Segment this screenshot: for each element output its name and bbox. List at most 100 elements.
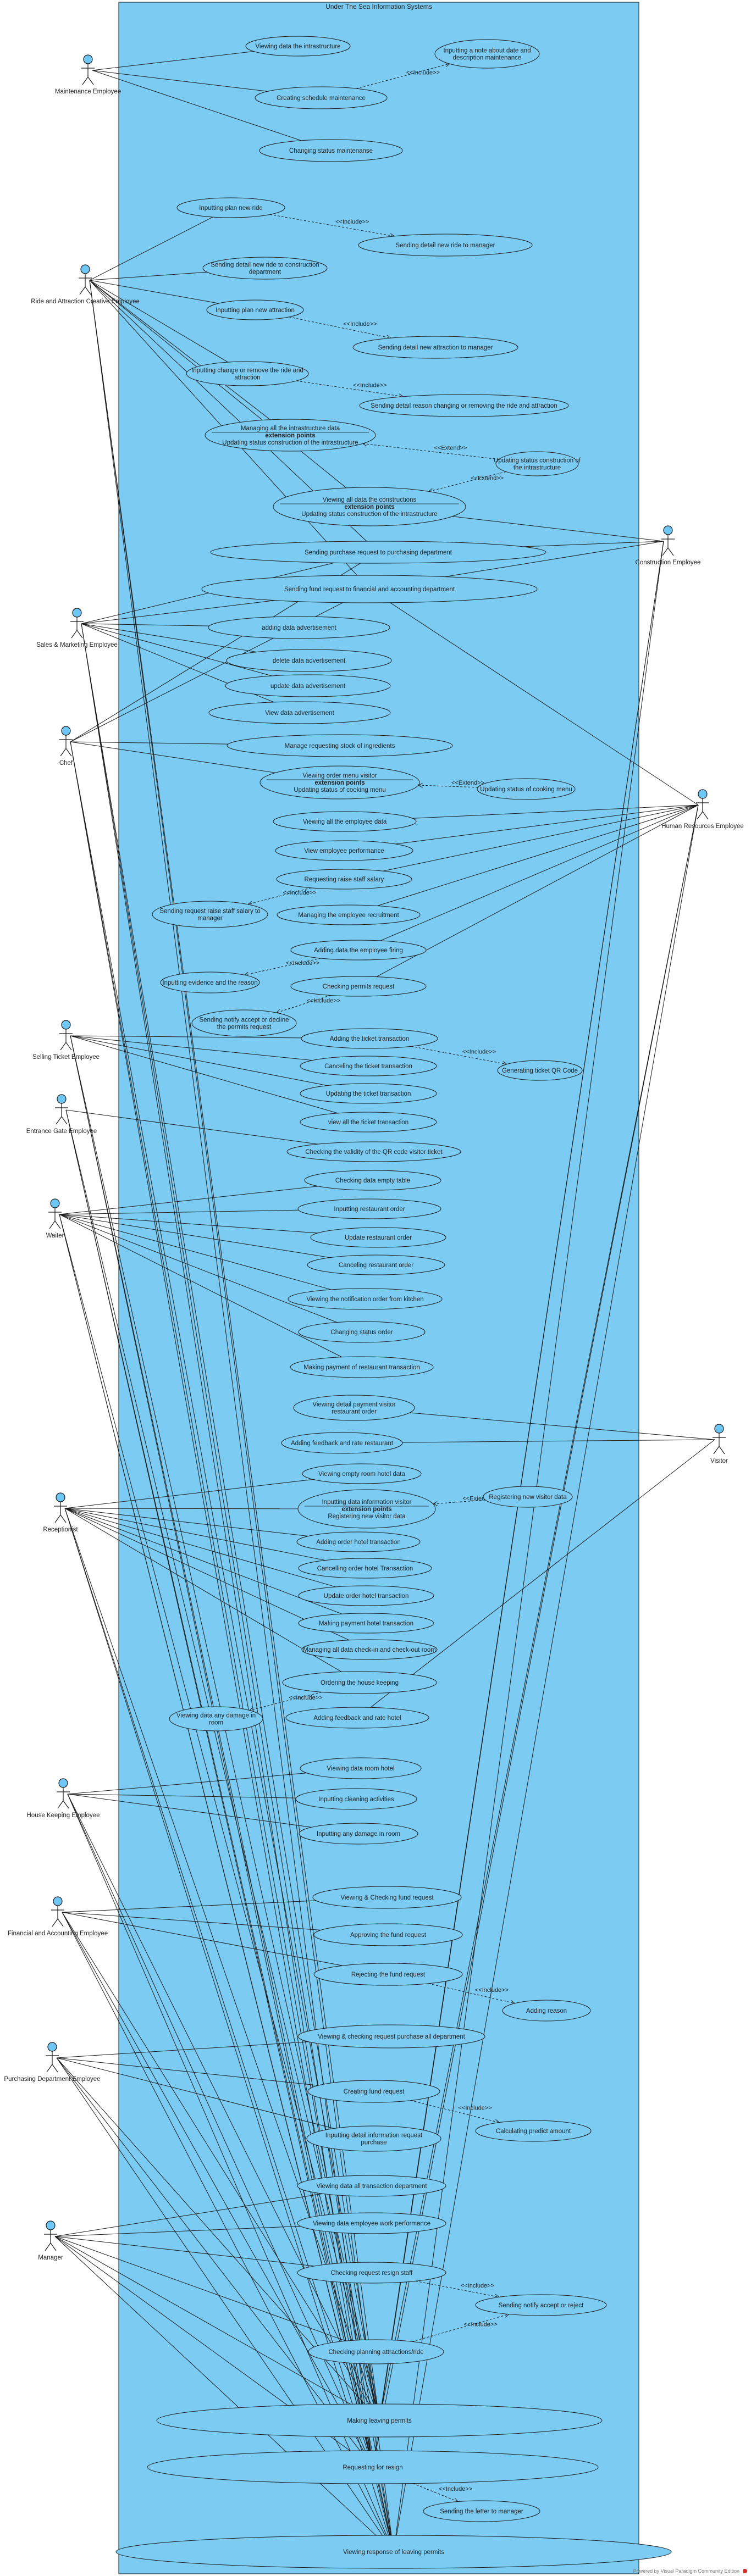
use-case-ellipse[interactable] <box>297 2024 485 2048</box>
use-case-ellipse[interactable] <box>205 419 376 452</box>
use-case-ellipse[interactable] <box>502 2000 591 2022</box>
use-case-u73[interactable]: Sending notify accept or reject <box>475 2294 607 2316</box>
use-case-ellipse[interactable] <box>298 1585 434 1606</box>
use-case-ellipse[interactable] <box>160 971 260 993</box>
use-case-ellipse[interactable] <box>297 1198 441 1219</box>
use-case-ellipse[interactable] <box>290 976 427 997</box>
use-case-u51[interactable]: Adding order hotel transaction <box>296 1531 421 1552</box>
use-case-u2[interactable]: Inputting a note about date anddescripti… <box>434 39 540 69</box>
actor-rides[interactable]: Ride and Attraction Creative Employee <box>31 264 140 305</box>
use-case-ellipse[interactable] <box>307 1254 445 1275</box>
use-case-ellipse[interactable] <box>313 1923 463 1946</box>
use-case-ellipse[interactable] <box>497 1060 583 1081</box>
use-case-u14[interactable]: Viewing all data the constructionsextens… <box>273 487 466 526</box>
actor-fin[interactable]: Financial and Accounting Employee <box>8 1896 108 1937</box>
use-case-u5[interactable]: Inputting plan new ride <box>176 197 285 218</box>
use-case-u42[interactable]: Canceling restaurant order <box>307 1254 445 1275</box>
use-case-ellipse[interactable] <box>293 1395 415 1421</box>
use-case-ellipse[interactable] <box>299 1823 418 1845</box>
use-case-ellipse[interactable] <box>297 1489 436 1529</box>
use-case-ellipse[interactable] <box>288 1288 443 1310</box>
use-case-u9[interactable]: Sending detail new attraction to manager <box>352 336 518 359</box>
use-case-ellipse[interactable] <box>176 197 285 218</box>
actor-house[interactable]: House Keeping Employee <box>27 1778 100 1819</box>
use-case-ellipse[interactable] <box>475 2294 607 2316</box>
use-case-u54[interactable]: Making payment hotel transaction <box>298 1613 434 1634</box>
use-case-ellipse[interactable] <box>290 1356 434 1378</box>
use-case-ellipse[interactable] <box>156 2403 603 2438</box>
use-case-ellipse[interactable] <box>290 940 427 961</box>
use-case-ellipse[interactable] <box>483 1486 573 1508</box>
use-case-u48[interactable]: Viewing empty room hotel data <box>302 1463 422 1484</box>
use-case-ellipse[interactable] <box>286 1141 461 1162</box>
use-case-u47[interactable]: Adding feedback and rate restaurant <box>281 1432 403 1454</box>
use-case-u26[interactable]: Requesting raise staff salary <box>276 869 412 890</box>
use-case-ellipse[interactable] <box>300 1757 422 1779</box>
use-case-u20[interactable]: View data advertisement <box>208 701 391 724</box>
actor-gate[interactable]: Entrance Gate Employee <box>26 1094 97 1135</box>
use-case-u34[interactable]: Generating ticket QR Code <box>497 1060 583 1081</box>
use-case-u24[interactable]: Viewing all the employee data <box>273 811 417 832</box>
use-case-u70[interactable]: Viewing data all transaction department <box>297 2175 446 2197</box>
use-case-u76[interactable]: Requesting for resign <box>147 2450 599 2484</box>
use-case-u18[interactable]: delete data advertisement <box>226 649 392 672</box>
use-case-u40[interactable]: Inputting restaurant order <box>297 1198 441 1219</box>
use-case-u46[interactable]: Viewing detail payment visitorrestaurant… <box>293 1395 415 1421</box>
use-case-u68[interactable]: Calculating predict amount <box>475 2120 592 2142</box>
use-case-ellipse[interactable] <box>308 2339 444 2364</box>
use-case-u50[interactable]: Registering new visitor data <box>483 1486 573 1508</box>
use-case-ellipse[interactable] <box>300 1083 437 1104</box>
use-case-u16[interactable]: Sending fund request to financial and ac… <box>201 575 538 603</box>
use-case-u62[interactable]: Viewing & Checking fund request <box>312 1886 462 1909</box>
use-case-u33[interactable]: Adding the ticket transaction <box>301 1028 438 1049</box>
use-case-ellipse[interactable] <box>275 840 413 861</box>
use-case-ellipse[interactable] <box>477 778 576 800</box>
use-case-u15[interactable]: Sending purchase request to purchasing d… <box>210 541 546 564</box>
use-case-u41[interactable]: Update restaurant order <box>310 1227 446 1248</box>
use-case-ellipse[interactable] <box>255 86 388 109</box>
actor-sales[interactable]: Sales & Marketing Employee <box>36 608 118 648</box>
use-case-u65[interactable]: Adding reason <box>502 2000 591 2022</box>
use-case-u53[interactable]: Update order hotel transaction <box>298 1585 434 1606</box>
use-case-u69[interactable]: Inputting detail information requestpurc… <box>306 2125 441 2152</box>
use-case-ellipse[interactable] <box>475 2120 592 2142</box>
use-case-u67[interactable]: Creating fund request <box>307 2080 440 2103</box>
use-case-ellipse[interactable] <box>296 1531 421 1552</box>
use-case-u21[interactable]: Manage requesting stock of ingredients <box>227 734 453 757</box>
use-case-ellipse[interactable] <box>152 901 268 928</box>
actor-hr[interactable]: Human Resources Employee <box>661 789 744 830</box>
use-case-u19[interactable]: update data advertisement <box>225 674 391 697</box>
actor-ticket[interactable]: Selling Ticket Employee <box>32 1020 100 1061</box>
use-case-ellipse[interactable] <box>359 394 569 417</box>
use-case-ellipse[interactable] <box>300 1056 437 1076</box>
use-case-u58[interactable]: Adding feedback and rate hotel <box>285 1707 429 1729</box>
use-case-u71[interactable]: Viewing data employee work performance <box>297 2212 446 2234</box>
use-case-u35[interactable]: Canceling the ticket transaction <box>300 1056 437 1076</box>
actor-recep[interactable]: Receptionist <box>43 1492 78 1533</box>
use-case-u78[interactable]: Viewing response of leaving permits <box>115 2535 672 2569</box>
use-case-u36[interactable]: Updating the ticket transaction <box>300 1083 437 1104</box>
use-case-ellipse[interactable] <box>297 2175 446 2197</box>
use-case-u55[interactable]: Managing all data check-in and check-out… <box>301 1639 438 1660</box>
use-case-u66[interactable]: Viewing & checking request purchase all … <box>297 2024 485 2048</box>
use-case-u52[interactable]: Cancelling order hotel Transaction <box>298 1558 432 1579</box>
use-case-ellipse[interactable] <box>298 1321 426 1343</box>
use-case-u4[interactable]: Changing status maintenanse <box>259 139 403 162</box>
use-case-ellipse[interactable] <box>495 451 579 476</box>
use-case-u23[interactable]: Updating status of cooking menu <box>477 778 576 800</box>
use-case-ellipse[interactable] <box>310 1227 446 1248</box>
use-case-u38[interactable]: Checking the validity of the QR code vis… <box>286 1141 461 1162</box>
use-case-u37[interactable]: view all the ticket transaction <box>300 1112 437 1132</box>
use-case-u11[interactable]: Sending detail reason changing or removi… <box>359 394 569 417</box>
use-case-ellipse[interactable] <box>227 734 453 757</box>
use-case-u25[interactable]: View employee performance <box>275 840 413 861</box>
use-case-ellipse[interactable] <box>352 336 518 359</box>
use-case-u6[interactable]: Sending detail new ride to manager <box>358 234 533 257</box>
use-case-ellipse[interactable] <box>245 36 351 57</box>
use-case-ellipse[interactable] <box>273 811 417 832</box>
use-case-ellipse[interactable] <box>304 1170 441 1191</box>
use-case-ellipse[interactable] <box>297 2262 446 2284</box>
use-case-ellipse[interactable] <box>306 2125 441 2152</box>
use-case-ellipse[interactable] <box>202 257 328 280</box>
use-case-ellipse[interactable] <box>208 616 390 639</box>
